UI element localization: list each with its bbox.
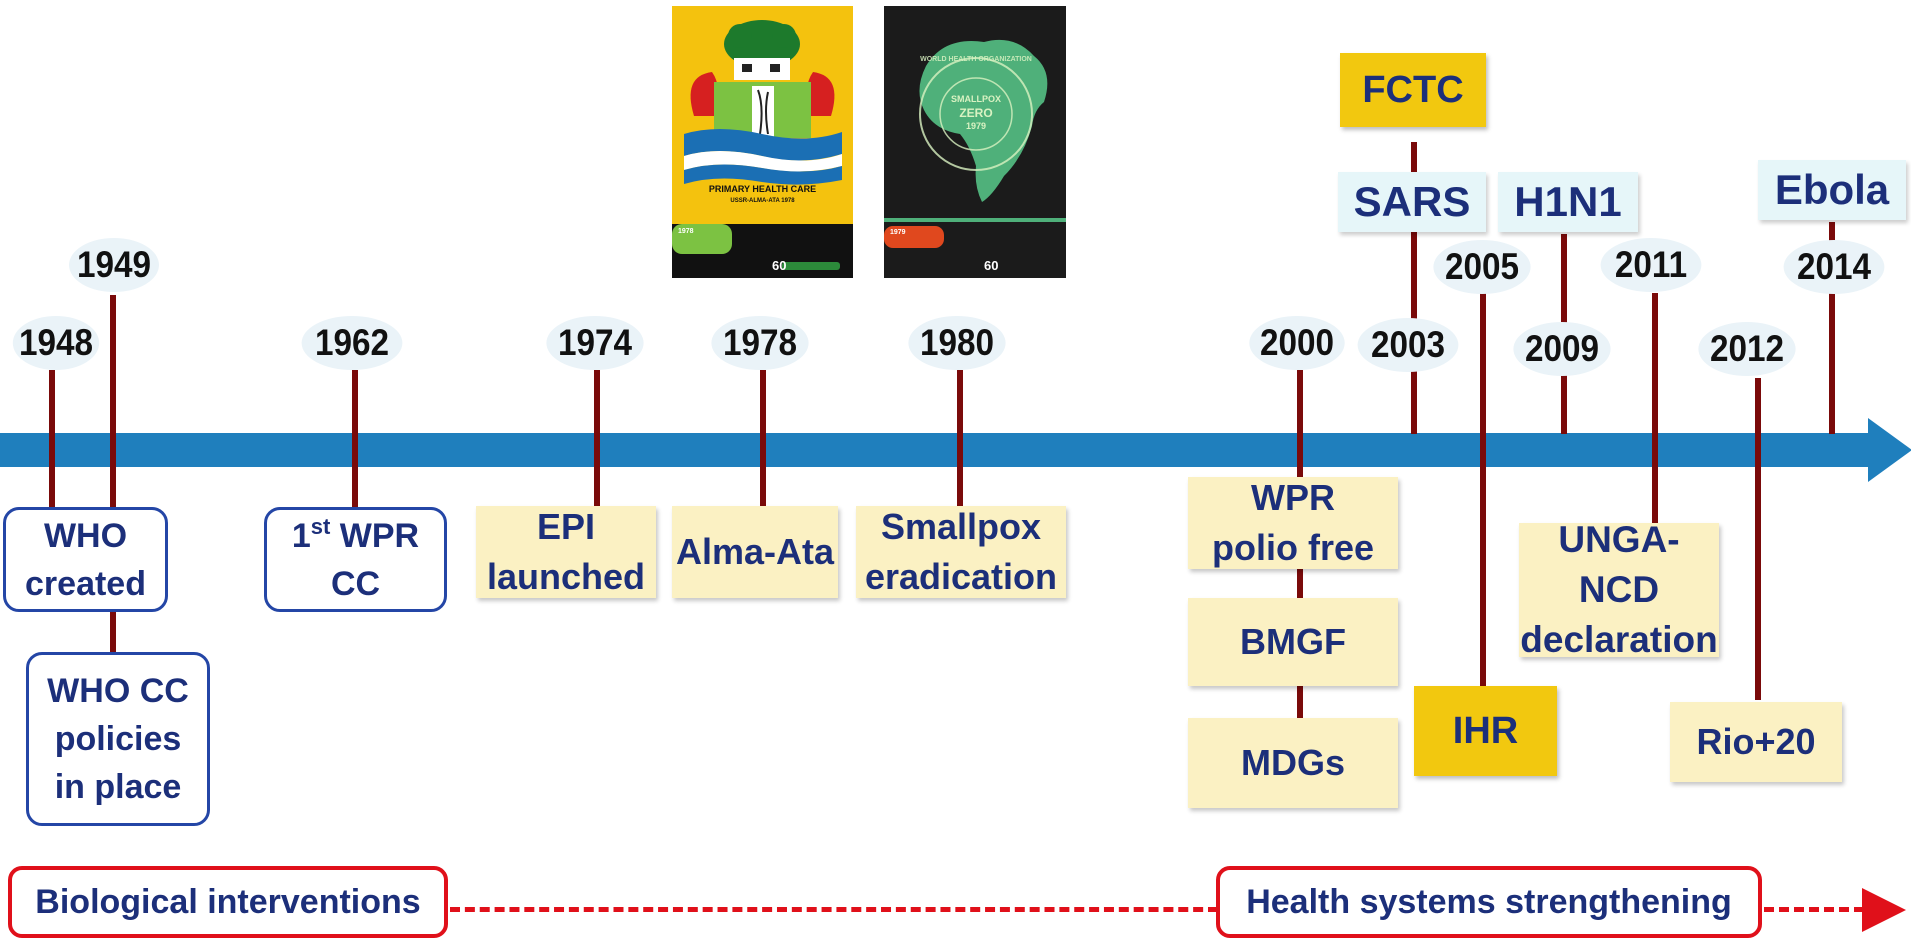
timeline-axis [0,433,1870,467]
smallpox-line2: eradication [864,556,1058,597]
stem-1974 [594,370,600,506]
phase-connector-2 [1764,907,1864,912]
year-1949: 1949 [69,238,159,292]
ebola-box: Ebola [1758,160,1906,220]
smallpox-poster-center-1: SMALLPOX [950,94,1001,104]
stem-1949 [110,295,116,655]
h1n1-label: H1N1 [1514,178,1622,225]
alma-ata-poster-title: PRIMARY HEALTH CARE [708,184,817,194]
alma-ata-box: Alma-Ata [672,506,838,598]
smallpox-poster-badge: 60 [984,258,999,273]
biological-interventions-label: Biological interventions [35,882,421,921]
stem-2003 [1411,142,1417,434]
stem-2014 [1829,222,1835,434]
year-1974: 1974 [546,316,644,370]
alma-ata-poster-badge: 60 [772,258,787,273]
bmgf-label: BMGF [1240,621,1346,662]
ihr-box: IHR [1414,686,1557,776]
year-1948: 1948 [12,316,100,370]
stem-1962 [352,370,358,510]
alma-ata-poster-year: 1978 [678,228,694,235]
unga-ncd-box: UNGA-NCD declaration [1519,519,1719,660]
year-1978: 1978 [711,316,809,370]
year-2012: 2012 [1698,322,1796,376]
fctc-box: FCTC [1340,53,1486,127]
who-created-line2: created [25,564,146,603]
epi-line1: EPI [536,506,596,547]
stem-2005 [1480,293,1486,688]
year-1980: 1980 [908,316,1006,370]
biological-interventions-box: Biological interventions [8,866,448,938]
stem-1978 [760,370,766,506]
unga-line1: UNGA-NCD [1558,519,1680,610]
wpr-polio-line2: polio free [1211,527,1375,568]
alma-ata-poster: PRIMARY HEALTH CARE USSR-ALMA-ATA 1978 1… [672,6,853,278]
fctc-label: FCTC [1362,68,1464,111]
sars-label: SARS [1353,178,1471,225]
wpr-polio-line1: WPR [1251,477,1335,518]
mdgs-box: MDGs [1188,718,1398,808]
smallpox-poster: WORLD HEALTH ORGANIZATION SMALLPOX ZERO … [884,6,1066,278]
year-2000: 2000 [1249,316,1345,370]
wpr-cc-line1: 1st WPR [291,513,420,555]
who-created-line1: WHO [43,516,128,555]
epi-line2: launched [486,556,646,597]
timeline-arrowhead [1868,418,1911,482]
mdgs-label: MDGs [1240,742,1345,783]
alma-ata-poster-art [672,6,853,278]
smallpox-line1: Smallpox [880,506,1042,547]
year-2005: 2005 [1433,240,1531,294]
stem-1948 [49,370,55,510]
stem-2011 [1652,293,1658,523]
rio20-label: Rio+20 [1696,721,1816,762]
year-2011: 2011 [1600,238,1702,292]
phase-arrowhead [1862,888,1906,932]
alma-ata-label: Alma-Ata [675,531,835,572]
smallpox-poster-center-2: ZERO [959,106,993,120]
wpr-cc-box: 1st WPR CC [264,507,447,612]
smallpox-poster-art [884,6,1066,278]
ihr-label: IHR [1452,709,1519,752]
health-systems-box: Health systems strengthening [1216,866,1762,938]
rio20-box: Rio+20 [1670,702,1842,782]
wpr-polio-free-box: WPR polio free [1188,477,1398,569]
stem-2012 [1755,378,1761,700]
year-2009: 2009 [1513,322,1611,376]
smallpox-poster-year: 1979 [890,229,906,236]
year-2014: 2014 [1783,240,1885,294]
smallpox-poster-center-3: 1979 [965,121,987,131]
smallpox-eradication-box: Smallpox eradication [856,506,1066,598]
alma-ata-poster-subtitle: USSR-ALMA-ATA 1978 [730,198,795,204]
who-cc-line1: WHO CC [47,672,189,710]
epi-launched-box: EPI launched [476,506,656,598]
year-1962: 1962 [301,316,403,370]
who-cc-line2: policies [54,720,182,758]
wpr-cc-line2: CC [330,564,381,603]
smallpox-poster-ring-text: WORLD HEALTH ORGANIZATION [920,56,1032,63]
health-systems-label: Health systems strengthening [1246,882,1732,921]
who-cc-policies-box: WHO CC policies in place [26,652,210,826]
year-2003: 2003 [1357,318,1459,372]
h1n1-box: H1N1 [1498,172,1638,232]
sars-box: SARS [1338,172,1486,232]
ebola-label: Ebola [1774,166,1890,213]
bmgf-box: BMGF [1188,598,1398,686]
who-created-box: WHO created [3,507,168,612]
who-cc-line3: in place [54,768,182,806]
unga-line2: declaration [1520,619,1718,660]
stem-1980 [957,370,963,506]
phase-connector-1 [450,907,1218,912]
